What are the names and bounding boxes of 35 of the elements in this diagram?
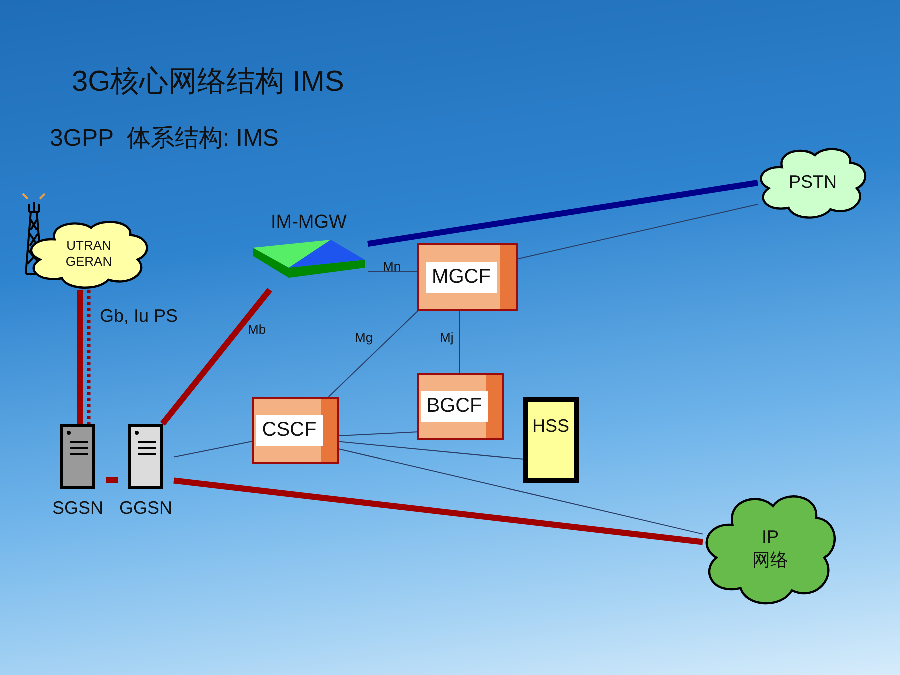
node-label: IM-MGW [271, 212, 347, 234]
connection-line [518, 204, 758, 260]
edge-label: Gb, Iu PS [100, 306, 178, 327]
server-label: GGSN [119, 498, 172, 519]
connection-line [328, 310, 419, 398]
slide-title: 3G核心网络结构 IMS [72, 65, 344, 100]
equipment-box [417, 243, 518, 311]
cloud-label: UTRAN GERAN [64, 238, 114, 270]
connection-line [338, 432, 418, 437]
cloud-node [758, 145, 868, 220]
connection-line [77, 290, 83, 424]
connection-line [368, 180, 758, 248]
slide-subtitle: 3GPP 体系结构: IMS [50, 124, 279, 154]
cloud-label: IP 网络 [752, 526, 790, 571]
edge-label: Mn [383, 259, 402, 274]
connection-line [87, 290, 91, 424]
connection-line [174, 478, 704, 546]
node-label: CSCF [256, 415, 323, 446]
cloud-label: PSTN [788, 171, 838, 194]
connection-line [338, 441, 524, 460]
cloud-node [28, 218, 150, 290]
database-box [523, 397, 579, 483]
equipment-box [252, 397, 339, 464]
node-label: BGCF [420, 391, 488, 422]
node-label: MGCF [426, 262, 497, 292]
equipment-box [417, 373, 504, 440]
connection-line [160, 288, 272, 426]
edge-label: Mg [355, 330, 374, 345]
edge-label: Mb [248, 322, 266, 337]
connection-line [106, 477, 118, 483]
edge-label: Mj [440, 330, 454, 345]
connection-line [174, 441, 252, 458]
server-label: SGSN [52, 498, 104, 519]
node-label: HSS [532, 416, 570, 437]
connection-line [338, 448, 704, 535]
